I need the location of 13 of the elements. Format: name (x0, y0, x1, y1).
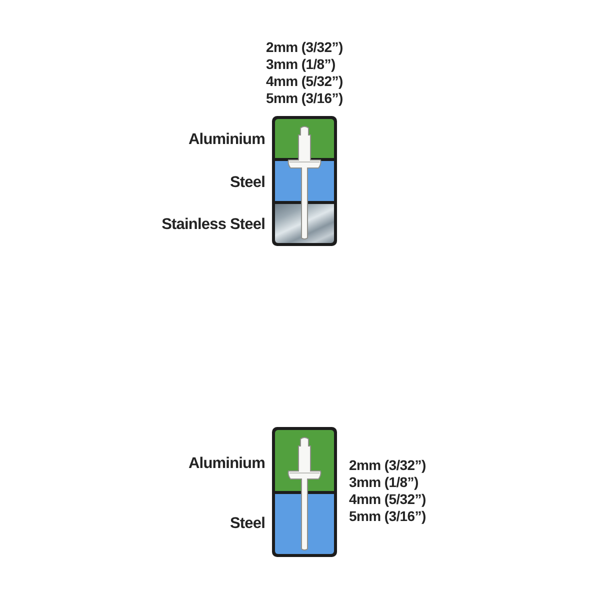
rivet-size-label: 3mm (1/8”) (266, 56, 336, 72)
rivet-size-label: 3mm (1/8”) (349, 474, 418, 490)
material-label: Steel (230, 174, 265, 192)
material-label: Aluminium (188, 455, 265, 474)
rivet-size-label: 2mm (3/32”) (349, 457, 426, 473)
rivet-size-label: 5mm (3/16”) (349, 508, 426, 524)
rivet-size-label: 4mm (5/32”) (349, 491, 426, 507)
rivet-size-label: 5mm (3/16”) (266, 90, 343, 106)
material-label: Aluminium (188, 130, 265, 149)
material-label: Stainless Steel (162, 216, 265, 234)
material-label: Steel (230, 514, 265, 533)
rivet-size-label: 2mm (3/32”) (266, 39, 343, 55)
rivet-size-label: 4mm (5/32”) (266, 73, 343, 89)
